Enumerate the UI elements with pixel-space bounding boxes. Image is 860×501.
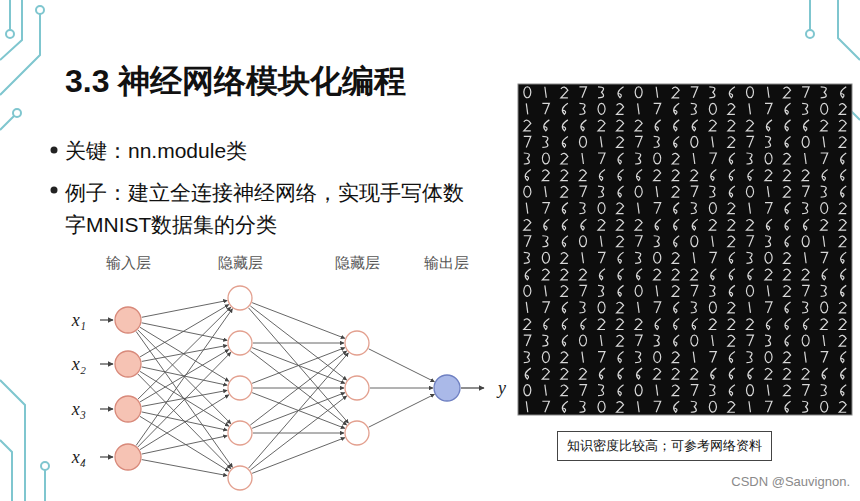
bullet-text: 关键：nn.module类 (65, 137, 247, 165)
neuron-circle (114, 395, 142, 423)
connection-arrow (249, 353, 349, 468)
neuron-circle (114, 350, 142, 378)
connection-arrow (136, 309, 232, 446)
neuron-circle (344, 330, 370, 356)
neuron-circle (227, 285, 253, 311)
connection-arrow (250, 396, 346, 470)
connection-arrow (369, 394, 435, 427)
connection-arrow (250, 351, 346, 425)
io-arrows (100, 320, 484, 457)
hidden-neuron (344, 375, 370, 401)
connection-arrow (369, 349, 435, 382)
bullet-dot (51, 147, 58, 194)
neuron-circle (114, 443, 142, 471)
input-neuron: x₁ (114, 306, 142, 334)
hidden-neuron (227, 465, 253, 491)
connection-arrow (252, 348, 345, 384)
connection-arrow (250, 306, 346, 380)
bullet-text: 例子：建立全连接神经网络，实现手写体数字MNIST数据集的分类 (65, 177, 470, 241)
connection-arrow (250, 351, 346, 425)
connection-arrow (142, 436, 228, 454)
mnist-digit-texture (524, 87, 846, 412)
input-neuron: x₄ (114, 443, 142, 471)
connection-arrow (138, 374, 231, 469)
connection-arrow (138, 352, 231, 447)
neuron-circle (114, 306, 142, 334)
connection-arrow (142, 412, 228, 430)
input-symbol: x₁ (72, 310, 86, 331)
neuron-circle (227, 330, 253, 356)
caption-text: 知识密度比较高；可参考网络资料 (567, 437, 762, 455)
caption-box: 知识密度比较高；可参考网络资料 (557, 431, 772, 461)
slide-title: 3.3 神经网络模块化编程 (65, 60, 406, 104)
connection-arrow (252, 438, 345, 474)
hidden-neuron (344, 330, 370, 356)
connection-arrow (370, 388, 433, 389)
hidden-neuron (227, 375, 253, 401)
neuron-circle (433, 374, 461, 402)
neuron-circle (344, 375, 370, 401)
neuron-circle (344, 420, 370, 446)
layer-label: 输出层 (424, 254, 469, 273)
hidden-neuron (227, 285, 253, 311)
connection-arrow (142, 460, 227, 476)
hidden-neuron (344, 420, 370, 446)
layer-label: 输入层 (106, 254, 151, 273)
connection-arrow (142, 301, 228, 318)
connection-arrow (140, 305, 229, 357)
connection-arrow (140, 416, 229, 471)
watermark: CSDN @Sauvignon. (731, 474, 850, 489)
layer-label: 隐藏层 (218, 254, 263, 273)
input-neuron: x₂ (114, 350, 142, 378)
connection-arrow (140, 395, 229, 450)
connection-arrow (252, 303, 345, 339)
connection-arrow (136, 331, 232, 467)
output-symbol: y (498, 378, 506, 399)
connection-arrow (140, 327, 229, 381)
input-symbol: x₃ (72, 399, 86, 420)
layer-label: 隐藏层 (335, 254, 380, 273)
input-neuron: x₃ (114, 395, 142, 423)
connection-arrow (253, 343, 344, 344)
connection-arrow (140, 350, 229, 402)
hidden-neuron (227, 420, 253, 446)
input-symbol: x₂ (72, 354, 86, 375)
neuron-circle (227, 420, 253, 446)
hidden-neuron (227, 330, 253, 356)
connection-arrow (140, 371, 229, 426)
output-neuron: y (433, 374, 461, 402)
connection-arrow (142, 323, 228, 341)
neuron-circle (227, 465, 253, 491)
connection-arrow (252, 348, 345, 384)
connection-arrow (138, 307, 231, 399)
neuron-circle (227, 375, 253, 401)
input-symbol: x₄ (72, 447, 86, 468)
mnist-image (518, 84, 852, 415)
